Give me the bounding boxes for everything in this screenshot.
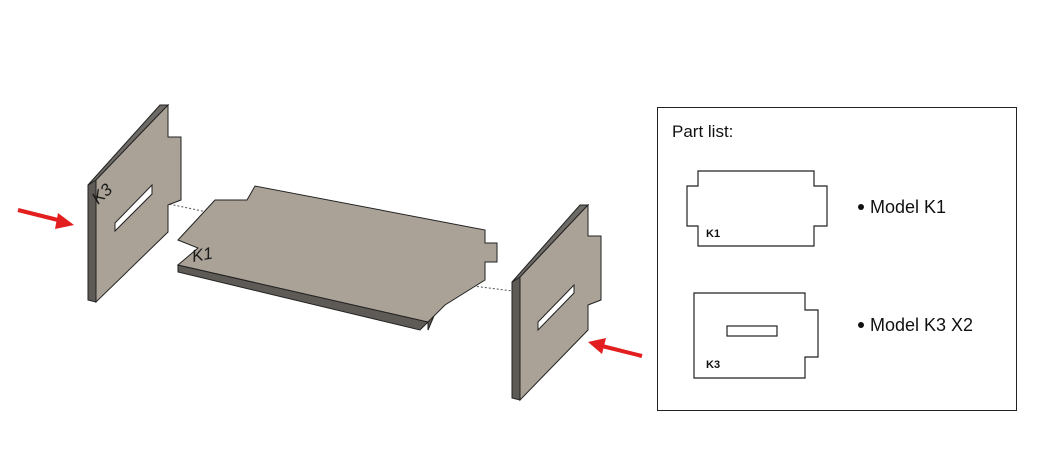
- part-item-label: Model K1: [870, 197, 947, 217]
- k3-thumbnail: K3: [693, 292, 819, 379]
- k1-thumbnail: K1: [686, 170, 828, 247]
- k3-plate-right: [511, 203, 602, 402]
- k3-thumb-label: K3: [706, 359, 720, 371]
- arrow-right: [588, 338, 643, 358]
- part-list-panel: Part list: K1 Model K1 K3 Model K3 X2: [657, 107, 1017, 411]
- k1-thumb-label: K1: [706, 228, 720, 240]
- part-item-k1: Model K1: [858, 197, 946, 218]
- part-item-k3: Model K3 X2: [858, 315, 973, 336]
- bullet-icon: [858, 322, 864, 329]
- part-item-label: Model K3 X2: [870, 315, 974, 335]
- slot: [114, 183, 153, 233]
- slot: [537, 283, 575, 332]
- part-list-title: Part list:: [672, 122, 734, 141]
- slot: [726, 325, 778, 337]
- k1-plate: K1: [176, 185, 498, 331]
- k3-plate-left: K3: [87, 103, 182, 304]
- arrow-left: [17, 208, 74, 229]
- k1-plate-label: K1: [190, 244, 214, 266]
- bullet-icon: [858, 204, 864, 211]
